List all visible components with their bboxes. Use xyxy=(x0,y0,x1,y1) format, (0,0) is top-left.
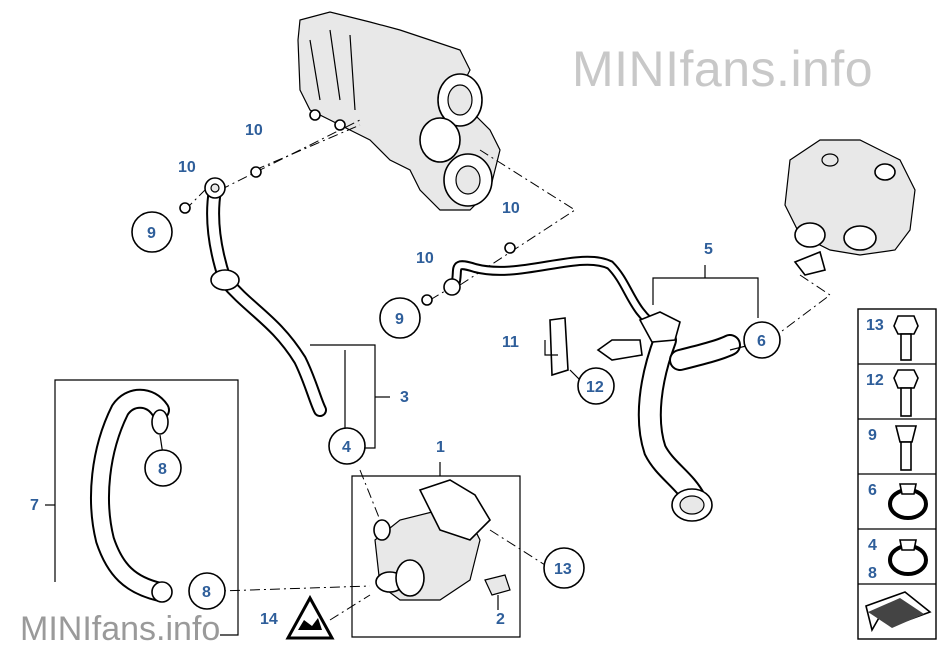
callout-5: 5 xyxy=(704,241,713,258)
bolt-icon xyxy=(894,425,918,471)
warning-triangle-icon xyxy=(285,594,335,640)
legend-label-12: 12 xyxy=(866,372,884,389)
bracket-illustration xyxy=(549,317,643,377)
seal-rings xyxy=(179,166,516,306)
legend-label-13: 13 xyxy=(866,317,884,334)
callout-labels: 1 2 3 4 5 6 7 8 8 9 9 10 10 10 10 11 12 … xyxy=(30,122,766,628)
callout-12: 12 xyxy=(586,379,604,396)
callout-2: 2 xyxy=(496,611,505,628)
hose-clamp-icon xyxy=(888,539,928,576)
callout-6: 6 xyxy=(757,333,766,350)
legend-label-6: 6 xyxy=(868,482,877,499)
callout-10-d: 10 xyxy=(416,250,434,267)
electric-coolant-pump-illustration xyxy=(373,479,511,601)
watermark-top: MINIfans.info xyxy=(572,41,874,97)
callout-14: 14 xyxy=(260,611,278,628)
arrow-icon xyxy=(865,591,932,633)
bolt-icon xyxy=(893,315,919,361)
callout-11: 11 xyxy=(502,334,519,351)
callout-10-c: 10 xyxy=(502,200,520,217)
coolant-housing-illustration xyxy=(784,139,916,276)
callout-7: 7 xyxy=(30,497,39,514)
callout-10-a: 10 xyxy=(245,122,263,139)
callout-9-left: 9 xyxy=(147,225,156,242)
callout-9-center: 9 xyxy=(395,311,404,328)
callout-10-b: 10 xyxy=(178,159,196,176)
coolant-hose-lower xyxy=(637,311,741,522)
hose-clamp-icon xyxy=(888,483,928,520)
callout-13: 13 xyxy=(554,561,572,578)
coolant-hose-auxiliary xyxy=(90,388,173,603)
parts-legend-panel: 13 12 9 6 4 8 xyxy=(857,308,937,640)
leader-lines-dashed xyxy=(184,119,831,621)
callout-circles xyxy=(131,211,781,610)
callout-8-upper: 8 xyxy=(158,461,167,478)
coolant-pipe-turbo-return xyxy=(204,177,327,417)
grouping-brackets xyxy=(45,265,771,638)
callout-3: 3 xyxy=(400,389,409,406)
callout-1: 1 xyxy=(436,439,445,456)
watermark-bottom: MINIfans.info xyxy=(20,610,221,648)
legend-label-8: 8 xyxy=(868,565,877,582)
turbocharger-illustration xyxy=(297,11,501,211)
callout-8-lower: 8 xyxy=(202,584,211,601)
bolt-icon xyxy=(893,369,919,417)
legend-label-9: 9 xyxy=(868,427,877,444)
coolant-pipe-turbo-feed xyxy=(443,255,665,335)
callout-4: 4 xyxy=(342,439,351,456)
legend-label-4: 4 xyxy=(868,537,877,554)
